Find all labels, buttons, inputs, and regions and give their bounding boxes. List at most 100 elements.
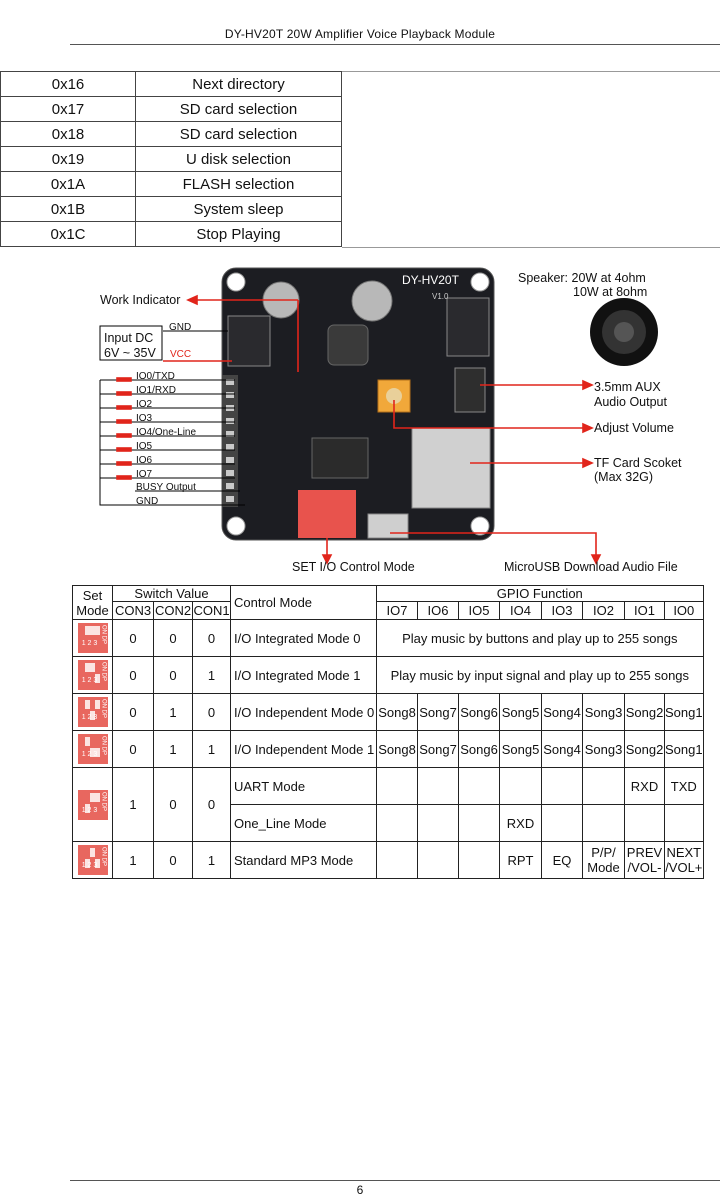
inductor-icon (327, 324, 369, 366)
header-io7: IO7 (376, 601, 418, 620)
gpio-cell (417, 841, 459, 879)
gpio-cell: Song4 (541, 730, 583, 768)
speaker-terminal-icon (446, 297, 490, 357)
gpio-cell (541, 804, 583, 842)
gpio-cell-rxd: RXD (499, 804, 542, 842)
control-mode: UART Mode (230, 767, 377, 805)
gpio-cell: Song3 (582, 730, 625, 768)
sd-slot-icon (411, 427, 491, 509)
switch-con3: 0 (112, 693, 154, 731)
header-con1: CON1 (192, 601, 231, 620)
header-io1: IO1 (624, 601, 665, 620)
command-code: 0x16 (0, 71, 136, 97)
capacitor-icon (351, 280, 393, 322)
control-mode: I/O Integrated Mode 0 (230, 619, 377, 657)
pin-label-io6: IO6 (136, 455, 153, 466)
usb-port-icon (367, 513, 409, 539)
gpio-cell (376, 841, 418, 879)
usb-label: MicroUSB Download Audio File (504, 560, 678, 574)
aux-label-2: Audio Output (594, 395, 667, 409)
switch-con1: 0 (192, 693, 231, 731)
switch-con1: 0 (192, 619, 231, 657)
board-name: DY-HV20T (402, 273, 459, 287)
gpio-cell-rpt: RPT (499, 841, 542, 879)
table-header-row: CON3 CON2 CON1 IO7 IO6 IO5 IO4 IO3 IO2 I… (73, 601, 704, 620)
pin-label-io5: IO5 (136, 441, 153, 452)
work-indicator-label: Work Indicator (100, 293, 181, 307)
switch-con3: 1 (112, 841, 154, 879)
input-dc-label: Input DC (104, 331, 154, 345)
command-desc: Next directory (135, 71, 342, 97)
dip-switch-icon (298, 490, 356, 538)
gpio-cell (376, 767, 418, 805)
command-code: 0x17 (0, 96, 136, 122)
speaker-label-1: Speaker: 20W at 4ohm (518, 271, 646, 285)
gpio-cell: Song1 (664, 693, 704, 731)
pin-label-io1: IO1/RXD (136, 385, 177, 396)
gpio-cell: Song2 (624, 730, 665, 768)
control-mode: One_Line Mode (230, 804, 377, 842)
gpio-cell (417, 767, 459, 805)
control-mode: I/O Independent Mode 0 (230, 693, 377, 731)
header-gpio-function: GPIO Function (376, 585, 704, 602)
command-desc: System sleep (135, 196, 342, 222)
table-row: One_Line Mode RXD (73, 804, 704, 842)
mount-hole-icon (226, 272, 490, 536)
board-diagram (99, 267, 658, 565)
gpio-cell (499, 767, 542, 805)
header-io3: IO3 (541, 601, 583, 620)
volume-label: Adjust Volume (594, 421, 674, 435)
command-desc: SD card selection (135, 121, 342, 147)
gpio-cell (376, 804, 418, 842)
table-bottom-rule (342, 247, 720, 248)
audio-jack-icon (454, 367, 486, 413)
header-switch-value: Switch Value (112, 585, 231, 602)
command-desc: U disk selection (135, 146, 342, 172)
pin-label-io0: IO0/TXD (136, 371, 175, 382)
gnd-bottom-label: GND (136, 496, 159, 507)
pin-label-io4: IO4/One-Line (136, 427, 197, 438)
switch-con1: 1 (192, 656, 231, 694)
gpio-cell (417, 804, 459, 842)
header-io4: IO4 (499, 601, 542, 620)
gpio-cell-prev: PREV/VOL- (624, 841, 665, 879)
busy-label: BUSY Output (136, 482, 196, 493)
control-mode: I/O Independent Mode 1 (230, 730, 377, 768)
command-desc: SD card selection (135, 96, 342, 122)
vcc-label: VCC (170, 349, 192, 360)
gpio-cell-txd: TXD (664, 767, 704, 805)
switch-con3: 0 (112, 619, 154, 657)
gpio-cell (458, 804, 500, 842)
gpio-cell: Song4 (541, 693, 583, 731)
switch-con2: 0 (153, 656, 193, 694)
gpio-cell: Song7 (417, 693, 459, 731)
gpio-cell-next: NEXT/VOL+ (664, 841, 704, 879)
header-io2: IO2 (582, 601, 625, 620)
board-version: V1.0 (432, 292, 449, 301)
command-desc: FLASH selection (135, 171, 342, 197)
header-io0: IO0 (664, 601, 704, 620)
gpio-cell (541, 767, 583, 805)
command-code: 0x1B (0, 196, 136, 222)
gpio-cell (582, 767, 625, 805)
header-mode: Mode (76, 602, 109, 618)
gnd-top-label: GND (169, 322, 192, 333)
gpio-cell: Song7 (417, 730, 459, 768)
header-control-mode: Control Mode (230, 585, 377, 620)
command-code: 0x18 (0, 121, 136, 147)
command-code: 0x1C (0, 221, 136, 247)
table-top-rule (342, 71, 720, 72)
gpio-cell (582, 804, 625, 842)
